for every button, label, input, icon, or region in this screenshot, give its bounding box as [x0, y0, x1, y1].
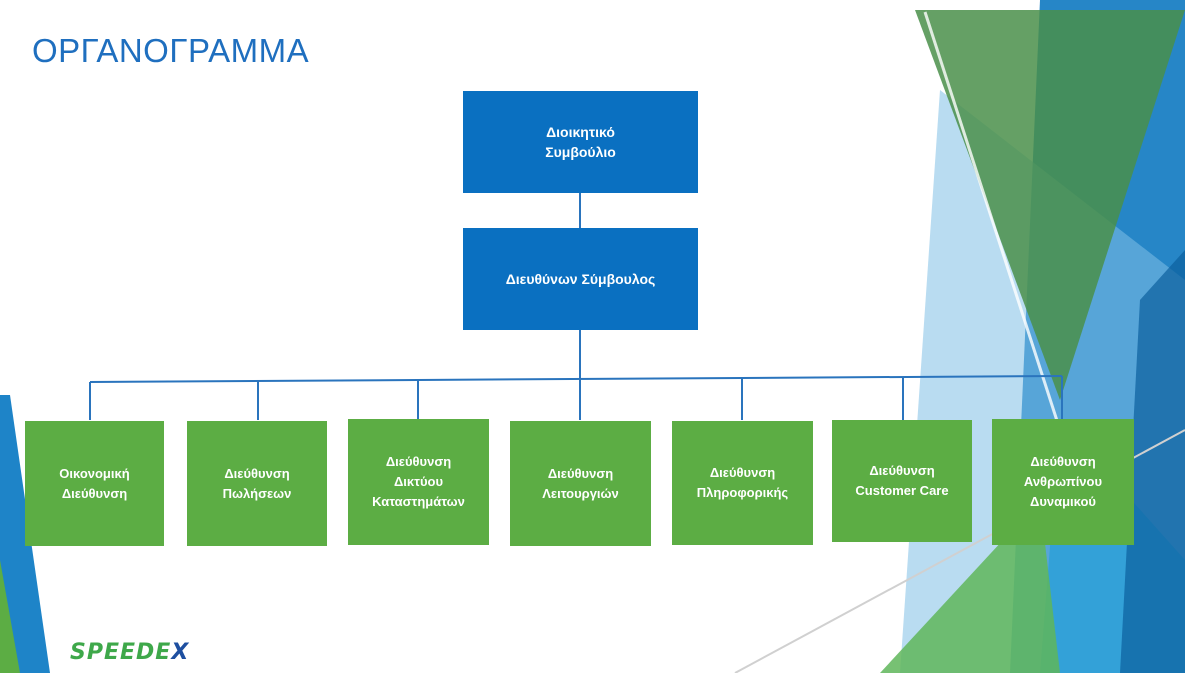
org-connectors [89, 193, 1063, 420]
node-store-network: Διεύθυνση Δικτύου Καταστημάτων [348, 419, 489, 545]
node-operations: Διεύθυνση Λειτουργιών [510, 421, 651, 546]
node-label: Διεύθυνση Customer Care [855, 463, 949, 498]
node-label: Διοικητικό Συμβούλιο [545, 124, 616, 160]
deco-dark-blue-band [1120, 250, 1185, 673]
logo-accent: X [171, 640, 190, 665]
node-board-of-directors: Διοικητικό Συμβούλιο [463, 91, 698, 193]
node-it: Διεύθυνση Πληροφορικής [672, 421, 813, 545]
node-sales: Διεύθυνση Πωλήσεων [187, 421, 327, 546]
page-title: ΟΡΓΑΝΟΓΡΑΜΜΑ [32, 32, 310, 69]
speedex-logo: SPEEDEX [70, 640, 189, 665]
logo-main: SPEEDE [70, 640, 172, 665]
node-finance: Οικονομική Διεύθυνση [25, 421, 164, 546]
node-label: Οικονομική Διεύθυνση [59, 465, 130, 501]
node-ceo: Διευθύνων Σύμβουλος [463, 228, 698, 330]
deco-left-green [0, 560, 20, 673]
node-label: Διεύθυνση Ανθρωπίνου Δυναμικού [1023, 454, 1103, 509]
node-customer-care: Διεύθυνση Customer Care [832, 420, 972, 542]
node-label: Διεύθυνση Πωλήσεων [222, 465, 292, 501]
deco-green-triangle [915, 10, 1185, 400]
node-label: Διεύθυνση Δικτύου Καταστημάτων [372, 454, 465, 509]
deco-thin-line [923, 11, 1062, 431]
node-human-resources: Διεύθυνση Ανθρωπίνου Δυναμικού [992, 419, 1134, 545]
node-label: Διεύθυνση Λειτουργιών [542, 465, 619, 501]
node-label: Διεύθυνση Πληροφορικής [696, 465, 789, 500]
connector-bus [89, 375, 1063, 383]
node-label: Διευθύνων Σύμβουλος [505, 271, 656, 287]
